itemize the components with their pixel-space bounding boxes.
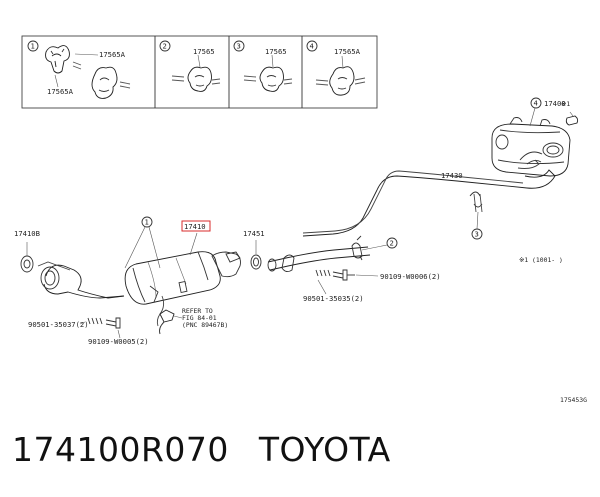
callout-1-number: 1 [145,218,149,227]
grommet-panels: 1 17565A 17565A 2 [21,35,378,109]
part-caption: 174100R070 TOYOTA [12,430,421,469]
panel-1-label-b: 17565A [47,87,74,96]
label-bolt-left: 90109-W0005(2) [88,337,149,346]
converter-highlight-box [181,220,211,232]
refer-line-2: FIG 84-01 [182,314,217,322]
panel-3-number: 3 [237,42,241,51]
center-pipe[interactable] [302,159,556,237]
panel-2-label: 17565 [193,47,215,56]
label-bolt-right: 90109-W0006(2) [380,272,441,281]
part-number: 174100R070 [12,430,229,469]
catalytic-converter[interactable] [124,251,241,327]
spring-bolt-left[interactable] [79,317,121,339]
refer-line-3: (PNC 89467B) [182,321,228,329]
spring-bolt-right[interactable] [315,269,379,295]
gasket-left[interactable] [20,242,34,273]
circle-callout-2 [361,237,398,251]
label-converter: 17410 [184,222,206,231]
panel-3-label: 17565 [265,47,287,56]
label-hanger-tip: 17408 [544,99,566,108]
label-gasket-right: 17451 [243,229,265,238]
panel-4-number: 4 [310,42,314,51]
grommet-panel-frame [21,35,378,109]
label-gasket-left: 17410B [14,229,40,238]
callout-2-number: 2 [390,239,394,248]
front-pipe[interactable] [267,235,371,273]
footnote: ※1 (1001- ) [519,256,563,264]
brand-name: TOYOTA [258,430,391,469]
grommet-panel-4[interactable]: 4 17565A [306,40,366,96]
panel-2-number: 2 [163,42,167,51]
circle-callout-3 [471,211,483,240]
callout-3-number: 3 [475,230,479,239]
callout-4-number: 4 [534,99,538,108]
label-tip-note: ※1 [561,100,570,108]
diagram-code: 175453G [560,396,587,404]
panel-1-number: 1 [31,42,35,51]
muffler-tip-hanger[interactable] [565,111,579,126]
sensor-connector[interactable] [159,309,183,335]
gasket-right[interactable] [250,240,262,270]
label-spring-left: 90501-35037(2) [28,320,89,329]
circle-callout-1 [124,216,161,269]
grommet-panel-2[interactable]: 2 17565 [159,40,221,92]
panel-1-label-a: 17565A [99,50,126,59]
grommet-panel-1[interactable]: 1 17565A 17565A [27,40,131,99]
panel-4-label: 17565A [334,47,361,56]
circle-callout-4 [529,97,542,127]
rear-muffler[interactable] [491,117,571,177]
label-spring-right: 90501-35035(2) [303,294,364,303]
label-muffler: 17430 [441,171,463,180]
grommet-panel-3[interactable]: 3 17565 [233,40,293,92]
refer-line-1: REFER TO [182,307,213,315]
inlet-pipe[interactable] [37,261,125,299]
